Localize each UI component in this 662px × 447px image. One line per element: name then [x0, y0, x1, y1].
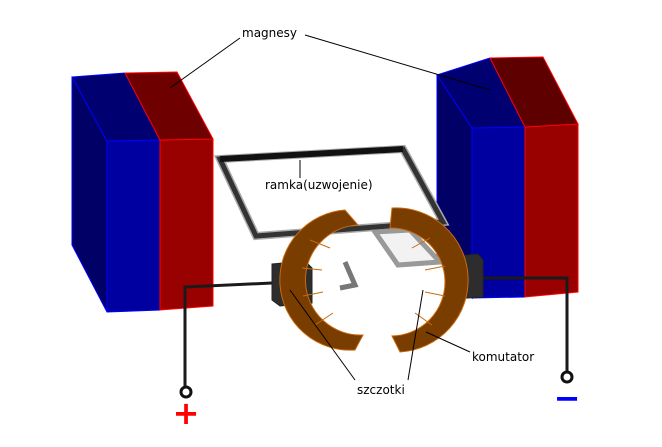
left-magnet — [71, 71, 214, 313]
brushes-label: szczotki — [357, 383, 405, 397]
frame-label: ramka(uzwojenie) — [265, 178, 373, 192]
wires — [179, 276, 574, 399]
positive-sign: + — [173, 394, 200, 432]
negative-sign: − — [554, 379, 581, 417]
commutator-label: komutator — [472, 350, 534, 364]
negative-terminal — [560, 370, 574, 384]
positive-terminal — [179, 385, 193, 399]
magnets-label: magnesy — [242, 26, 297, 40]
winding-frame — [213, 144, 450, 291]
right-magnet — [436, 56, 579, 300]
label-pointers — [169, 34, 491, 381]
commutator — [279, 207, 469, 353]
